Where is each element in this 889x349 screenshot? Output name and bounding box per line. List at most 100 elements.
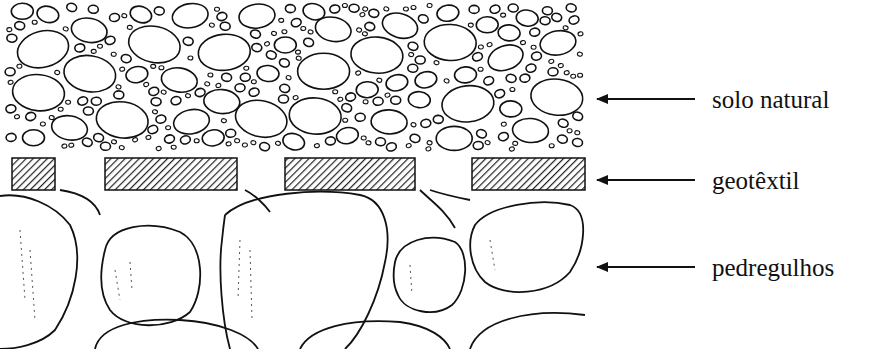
soil-grain bbox=[427, 140, 433, 145]
soil-grain bbox=[366, 140, 372, 145]
soil-grain bbox=[14, 114, 20, 119]
soil-grain bbox=[572, 138, 583, 147]
soil-grain bbox=[548, 59, 554, 64]
soil-grain bbox=[151, 98, 161, 106]
soil-grain bbox=[529, 27, 540, 36]
soil-grain bbox=[290, 17, 302, 28]
soil-grain bbox=[25, 111, 37, 121]
soil-grain bbox=[197, 32, 252, 72]
soil-grain bbox=[5, 67, 16, 76]
soil-grain bbox=[147, 124, 159, 134]
soil-grain bbox=[249, 29, 261, 40]
leader-arrows bbox=[597, 99, 695, 267]
soil-grain bbox=[170, 1, 210, 31]
soil-grain bbox=[104, 35, 116, 45]
soil-grain bbox=[235, 83, 246, 92]
soil-grain bbox=[32, 20, 37, 24]
soil-grain bbox=[578, 31, 584, 36]
soil-grain bbox=[497, 131, 509, 142]
soil-grain bbox=[413, 70, 438, 91]
soil-grain bbox=[509, 146, 515, 151]
soil-grain bbox=[83, 107, 94, 116]
soil-grain bbox=[549, 144, 554, 148]
soil-grain bbox=[375, 138, 385, 147]
soil-grain bbox=[454, 66, 477, 83]
soil-grain bbox=[166, 126, 171, 130]
soil-grain bbox=[508, 4, 519, 13]
soil-grain bbox=[383, 6, 389, 11]
soil-grain bbox=[201, 128, 225, 147]
soil-grain bbox=[279, 18, 284, 22]
soil-grain bbox=[433, 115, 443, 123]
soil-grain bbox=[356, 81, 379, 98]
soil-grain bbox=[11, 72, 66, 113]
soil-grain bbox=[478, 45, 483, 50]
soil-grain bbox=[498, 24, 521, 41]
soil-grain bbox=[571, 74, 576, 78]
gravel-stones bbox=[0, 190, 585, 349]
soil-grain bbox=[475, 128, 487, 139]
soil-grain bbox=[440, 83, 495, 124]
soil-grain bbox=[476, 17, 498, 33]
soil-grain bbox=[119, 145, 125, 150]
soil-grain bbox=[203, 88, 241, 115]
soil-grain bbox=[282, 30, 287, 34]
soil-grain bbox=[54, 70, 60, 75]
soil-grain bbox=[226, 141, 232, 146]
soil-grain bbox=[512, 141, 517, 146]
layer-label: geotêxtil bbox=[712, 168, 799, 193]
soil-grain bbox=[335, 126, 360, 146]
soil-grain bbox=[345, 92, 357, 102]
soil-grain bbox=[362, 6, 368, 11]
soil-grain bbox=[370, 109, 407, 135]
soil-grain bbox=[520, 40, 526, 45]
soil-grain bbox=[194, 139, 199, 143]
soil-grain bbox=[356, 27, 362, 32]
soil-grain bbox=[234, 138, 240, 143]
soil-grain bbox=[180, 135, 192, 145]
soil-grain bbox=[69, 15, 109, 45]
soil-grain bbox=[61, 52, 118, 96]
soil-grain bbox=[487, 42, 493, 47]
soil-grain bbox=[66, 100, 71, 104]
soil-grain bbox=[259, 141, 271, 151]
soil-grain bbox=[303, 37, 315, 48]
soil-grain bbox=[531, 45, 536, 49]
soil-grain bbox=[417, 13, 429, 24]
soil-grain bbox=[434, 60, 440, 65]
soil-grain bbox=[577, 52, 583, 57]
soil-grain bbox=[97, 44, 102, 48]
soil-grain bbox=[146, 135, 152, 140]
soil-grain bbox=[298, 53, 350, 89]
soil-grain bbox=[171, 145, 176, 149]
soil-grain bbox=[436, 4, 460, 23]
soil-grain bbox=[359, 12, 365, 17]
soil-grain bbox=[6, 133, 17, 142]
stone-shading bbox=[20, 230, 495, 320]
soil-grain bbox=[376, 78, 382, 83]
soil-grain bbox=[512, 117, 550, 144]
soil-grain bbox=[436, 126, 472, 150]
soil-grain bbox=[409, 133, 421, 143]
layer-label: solo natural bbox=[712, 87, 829, 112]
soil-grain bbox=[411, 122, 417, 127]
soil-grain bbox=[406, 143, 412, 148]
soil-grain bbox=[444, 78, 450, 83]
soil-grain bbox=[510, 88, 515, 92]
soil-grain bbox=[364, 21, 376, 31]
soil-grain bbox=[35, 4, 60, 25]
soil-grain bbox=[558, 63, 564, 68]
soil-grain bbox=[329, 4, 341, 14]
soil-grain bbox=[385, 142, 397, 153]
soil-grain bbox=[408, 91, 432, 109]
soil-grain bbox=[248, 87, 260, 98]
soil-grain bbox=[274, 37, 296, 53]
soil-grain bbox=[88, 5, 99, 14]
soil-grain bbox=[540, 17, 550, 25]
soil-grain bbox=[7, 27, 12, 32]
soil-grain bbox=[308, 29, 314, 34]
soil-grain bbox=[471, 51, 483, 62]
soil-grain bbox=[5, 104, 16, 114]
soil-grain bbox=[469, 5, 479, 13]
soil-grain bbox=[148, 86, 160, 96]
